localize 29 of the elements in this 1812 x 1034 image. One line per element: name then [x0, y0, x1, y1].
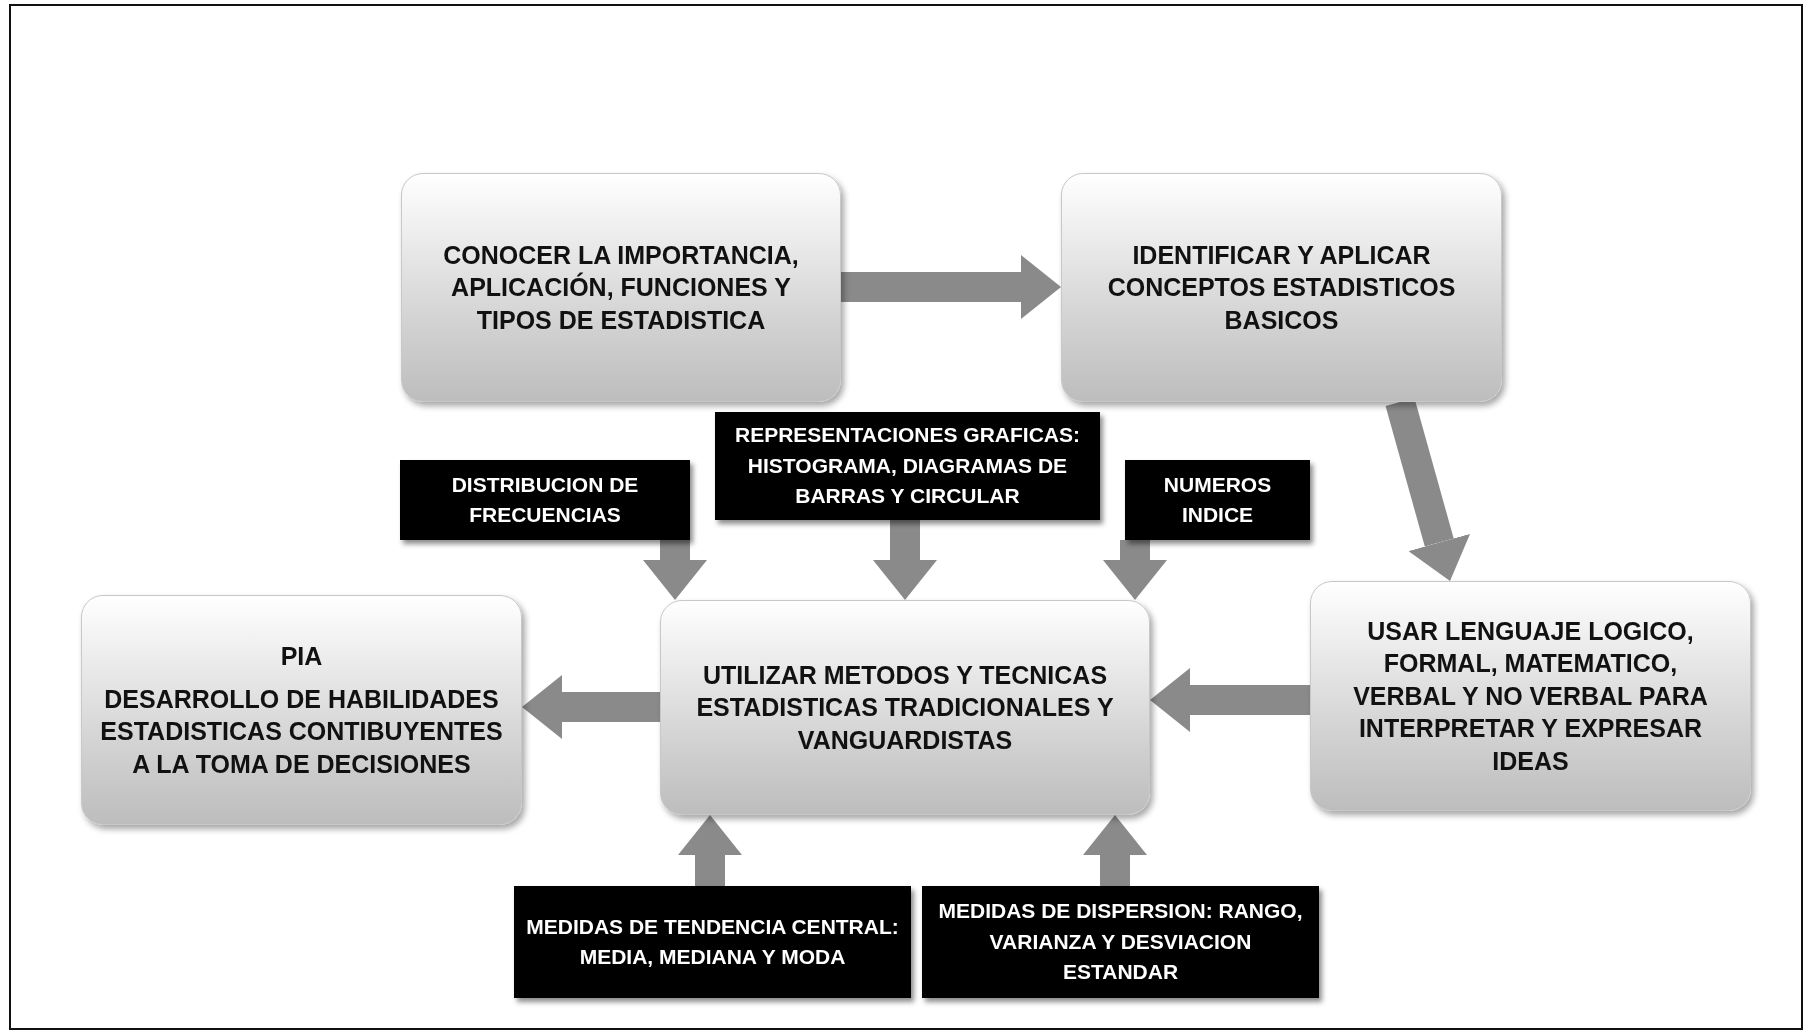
block-arrow: [678, 815, 742, 886]
block-arrow: [1103, 540, 1167, 600]
process-box: [1310, 581, 1751, 811]
block-arrow: [841, 255, 1061, 319]
box-heading: PIA: [280, 641, 323, 672]
process-box: [1061, 173, 1502, 402]
box-text: IDENTIFICAR Y APLICAR CONCEPTOS ESTADISTICOS BASICOS: [1106, 239, 1457, 336]
box-text: UTILIZAR METODOS Y TECNICAS ESTADISTICAS TRADICIONALES Y VANGUARDISTAS: [695, 659, 1115, 756]
topic-box: [1125, 460, 1310, 540]
process-box: [81, 595, 522, 825]
block-arrow: [522, 675, 660, 739]
block-arrow: [1083, 815, 1147, 886]
box-text: MEDIDAS DE DISPERSION: RANGO, VARIANZA Y DESVIACION ESTANDAR: [937, 898, 1304, 986]
topic-box: [400, 460, 690, 540]
box-text: DESARROLLO DE HABILIDADES ESTADISTICAS CONTIBUYENTES A LA TOMA DE DECISIONES: [100, 683, 503, 780]
topic-box: [514, 886, 911, 998]
block-arrow: [1150, 668, 1310, 732]
box-text: DISTRIBUCION DE FRECUENCIAS: [450, 471, 640, 528]
box-text: REPRESENTACIONES GRAFICAS: HISTOGRAMA, DIAGRAMAS DE BARRAS Y CIRCULAR: [734, 422, 1081, 510]
block-arrow: [643, 540, 707, 600]
topic-box: [922, 886, 1319, 998]
box-text: NUMEROS INDICE: [1162, 471, 1273, 528]
process-box: [660, 600, 1150, 815]
block-arrow: [873, 520, 937, 600]
box-text: MEDIDAS DE TENDENCIA CENTRAL: MEDIA, MEDIANA Y MODA: [526, 913, 899, 970]
box-text: CONOCER LA IMPORTANCIA, APLICACIÓN, FUNCIONES Y TIPOS DE ESTADISTICA: [442, 239, 800, 336]
process-box: [401, 173, 841, 402]
topic-box: [715, 412, 1100, 520]
box-text: USAR LENGUAJE LOGICO, FORMAL, MATEMATICO, VERBAL Y NO VERBAL PARA INTERPRETAR Y EXPRESAR IDEAS: [1352, 615, 1709, 777]
